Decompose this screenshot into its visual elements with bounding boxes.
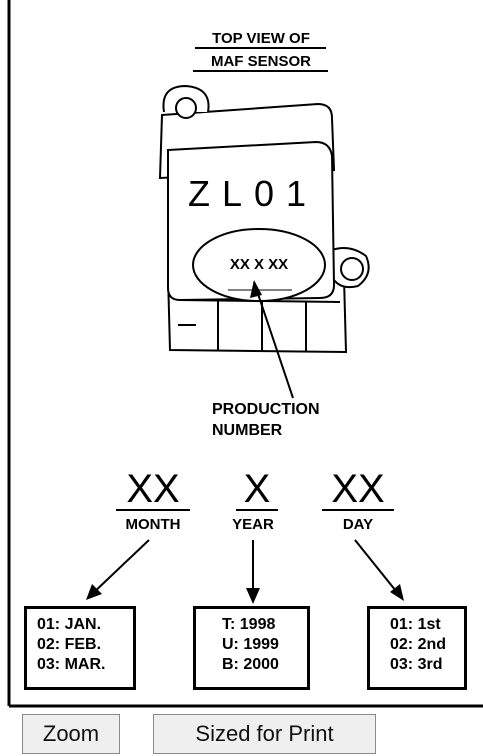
production-label-line2: NUMBER bbox=[212, 422, 283, 439]
zoom-button[interactable]: Zoom bbox=[22, 714, 120, 754]
month-code: XX bbox=[126, 467, 180, 511]
diagram-title-line2: MAF SENSOR bbox=[210, 53, 311, 70]
year-legend-item: U: 1999 bbox=[222, 636, 279, 653]
maf-sensor-drawing bbox=[158, 84, 370, 354]
day-arrow-head bbox=[390, 584, 404, 601]
day-legend-item: 02: 2nd bbox=[390, 636, 447, 653]
production-arrow-line bbox=[253, 281, 294, 399]
sized-for-print-button[interactable]: Sized for Print bbox=[153, 714, 376, 754]
production-code: XX X XX bbox=[229, 256, 289, 273]
year-legend-box: T: 1998 U: 1999 B: 2000 bbox=[193, 606, 310, 690]
year-arrow-head bbox=[246, 588, 260, 604]
diagram-title-line1: TOP VIEW OF bbox=[212, 30, 310, 47]
day-label: DAY bbox=[342, 516, 374, 533]
month-arrow-head bbox=[86, 584, 102, 600]
day-legend-item: 01: 1st bbox=[390, 616, 441, 633]
day-legend-box: 01: 1st 02: 2nd 03: 3rd bbox=[367, 606, 467, 690]
diagram-canvas bbox=[7, 0, 483, 708]
year-legend-item: T: 1998 bbox=[222, 616, 276, 633]
year-legend-item: B: 2000 bbox=[222, 656, 279, 673]
year-label: YEAR bbox=[232, 516, 274, 533]
month-legend-item: 03: MAR. bbox=[37, 656, 106, 673]
month-legend-item: 02: FEB. bbox=[37, 636, 102, 653]
sensor-code: ZL01 bbox=[187, 173, 319, 214]
day-arrow-line bbox=[354, 539, 401, 597]
year-code: X bbox=[243, 467, 271, 511]
diagram-frame: TOP VIEW OF MAF SENSOR ZL01 XX X XX PROD… bbox=[7, 0, 483, 708]
month-legend-box: 01: JAN. 02: FEB. 03: MAR. bbox=[24, 606, 136, 690]
month-arrow-line bbox=[89, 539, 150, 597]
month-label: MONTH bbox=[125, 516, 181, 533]
production-arrow-head bbox=[250, 280, 262, 298]
production-label-line1: PRODUCTION bbox=[212, 401, 320, 418]
day-legend-item: 03: 3rd bbox=[390, 656, 443, 673]
month-legend-item: 01: JAN. bbox=[37, 616, 102, 633]
day-code: XX bbox=[331, 467, 385, 511]
